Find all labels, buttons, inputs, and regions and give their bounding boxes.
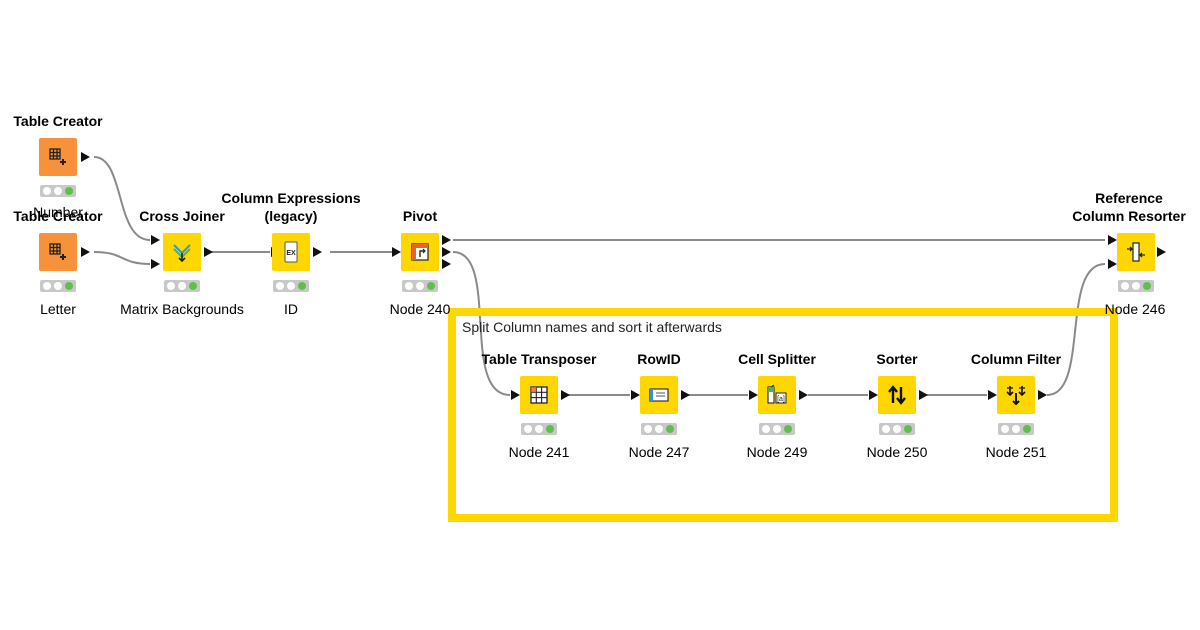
node-label[interactable]: ID <box>284 301 298 317</box>
output-port[interactable] <box>81 247 90 257</box>
node-title: Reference Column Resorter <box>1072 190 1186 224</box>
node-title: RowID <box>637 351 681 367</box>
output-port[interactable] <box>561 390 570 400</box>
node-title: Column Filter <box>970 351 1062 367</box>
input-port[interactable] <box>869 390 878 400</box>
annotation-text: Split Column names and sort it afterward… <box>462 319 722 335</box>
status-indicator <box>879 423 915 435</box>
node-label[interactable]: Letter <box>40 301 76 317</box>
status-indicator <box>402 280 438 292</box>
output-port[interactable] <box>442 235 451 245</box>
node-title: Sorter <box>876 351 918 367</box>
node-title: Column Expressions (legacy) <box>221 190 361 224</box>
input-port[interactable] <box>392 247 401 257</box>
rowid-icon[interactable] <box>640 376 678 414</box>
node-title: Cell Splitter <box>738 351 816 367</box>
status-indicator <box>273 280 309 292</box>
node-title: Pivot <box>402 208 438 224</box>
svg-text:[a]: [a] <box>777 396 785 403</box>
status-indicator <box>1118 280 1154 292</box>
expression-icon[interactable]: EX <box>272 233 310 271</box>
node-label[interactable]: Node 251 <box>985 444 1047 460</box>
input-port[interactable] <box>151 235 160 245</box>
status-indicator <box>40 280 76 292</box>
node-label[interactable]: Node 249 <box>746 444 808 460</box>
input-port[interactable] <box>631 390 640 400</box>
node-title: Table Transposer <box>481 351 597 367</box>
status-indicator <box>40 185 76 197</box>
node-title: Cross Joiner <box>139 208 225 224</box>
output-port[interactable] <box>442 247 451 257</box>
input-port[interactable] <box>1108 259 1117 269</box>
status-indicator <box>164 280 200 292</box>
status-indicator <box>521 423 557 435</box>
pivot-icon[interactable] <box>401 233 439 271</box>
column-resorter-icon[interactable] <box>1117 233 1155 271</box>
output-port[interactable] <box>81 152 90 162</box>
output-port[interactable] <box>313 247 322 257</box>
input-port[interactable] <box>511 390 520 400</box>
status-indicator <box>641 423 677 435</box>
node-label[interactable]: Node 250 <box>866 444 928 460</box>
workflow-annotation[interactable]: Split Column names and sort it afterward… <box>448 308 1118 522</box>
input-port[interactable] <box>749 390 758 400</box>
status-indicator <box>998 423 1034 435</box>
cross-join-icon[interactable] <box>163 233 201 271</box>
node-title: Table Creator <box>13 208 103 224</box>
output-port[interactable] <box>799 390 808 400</box>
svg-text:EX: EX <box>286 250 296 257</box>
output-port[interactable] <box>919 390 928 400</box>
transpose-icon[interactable] <box>520 376 558 414</box>
node-label[interactable]: Node 241 <box>508 444 570 460</box>
table-create-icon[interactable] <box>39 233 77 271</box>
column-filter-icon[interactable] <box>997 376 1035 414</box>
node-title: Table Creator <box>13 113 103 129</box>
cell-splitter-icon[interactable]: [a] <box>758 376 796 414</box>
connection-wire <box>93 156 151 241</box>
node-label[interactable]: Number <box>33 204 83 220</box>
node-label[interactable]: Node 246 <box>1104 301 1166 317</box>
output-port[interactable] <box>1157 247 1166 257</box>
node-label[interactable]: Node 240 <box>389 301 451 317</box>
output-port[interactable] <box>1038 390 1047 400</box>
input-port[interactable] <box>1108 235 1117 245</box>
output-port[interactable] <box>204 247 213 257</box>
table-create-icon[interactable] <box>39 138 77 176</box>
connection-wire <box>93 251 151 265</box>
status-indicator <box>759 423 795 435</box>
node-label[interactable]: Node 247 <box>628 444 690 460</box>
output-port[interactable] <box>442 259 451 269</box>
output-port[interactable] <box>681 390 690 400</box>
input-port[interactable] <box>988 390 997 400</box>
input-port[interactable] <box>151 259 160 269</box>
sort-icon[interactable] <box>878 376 916 414</box>
node-label[interactable]: Matrix Backgrounds <box>120 301 244 317</box>
